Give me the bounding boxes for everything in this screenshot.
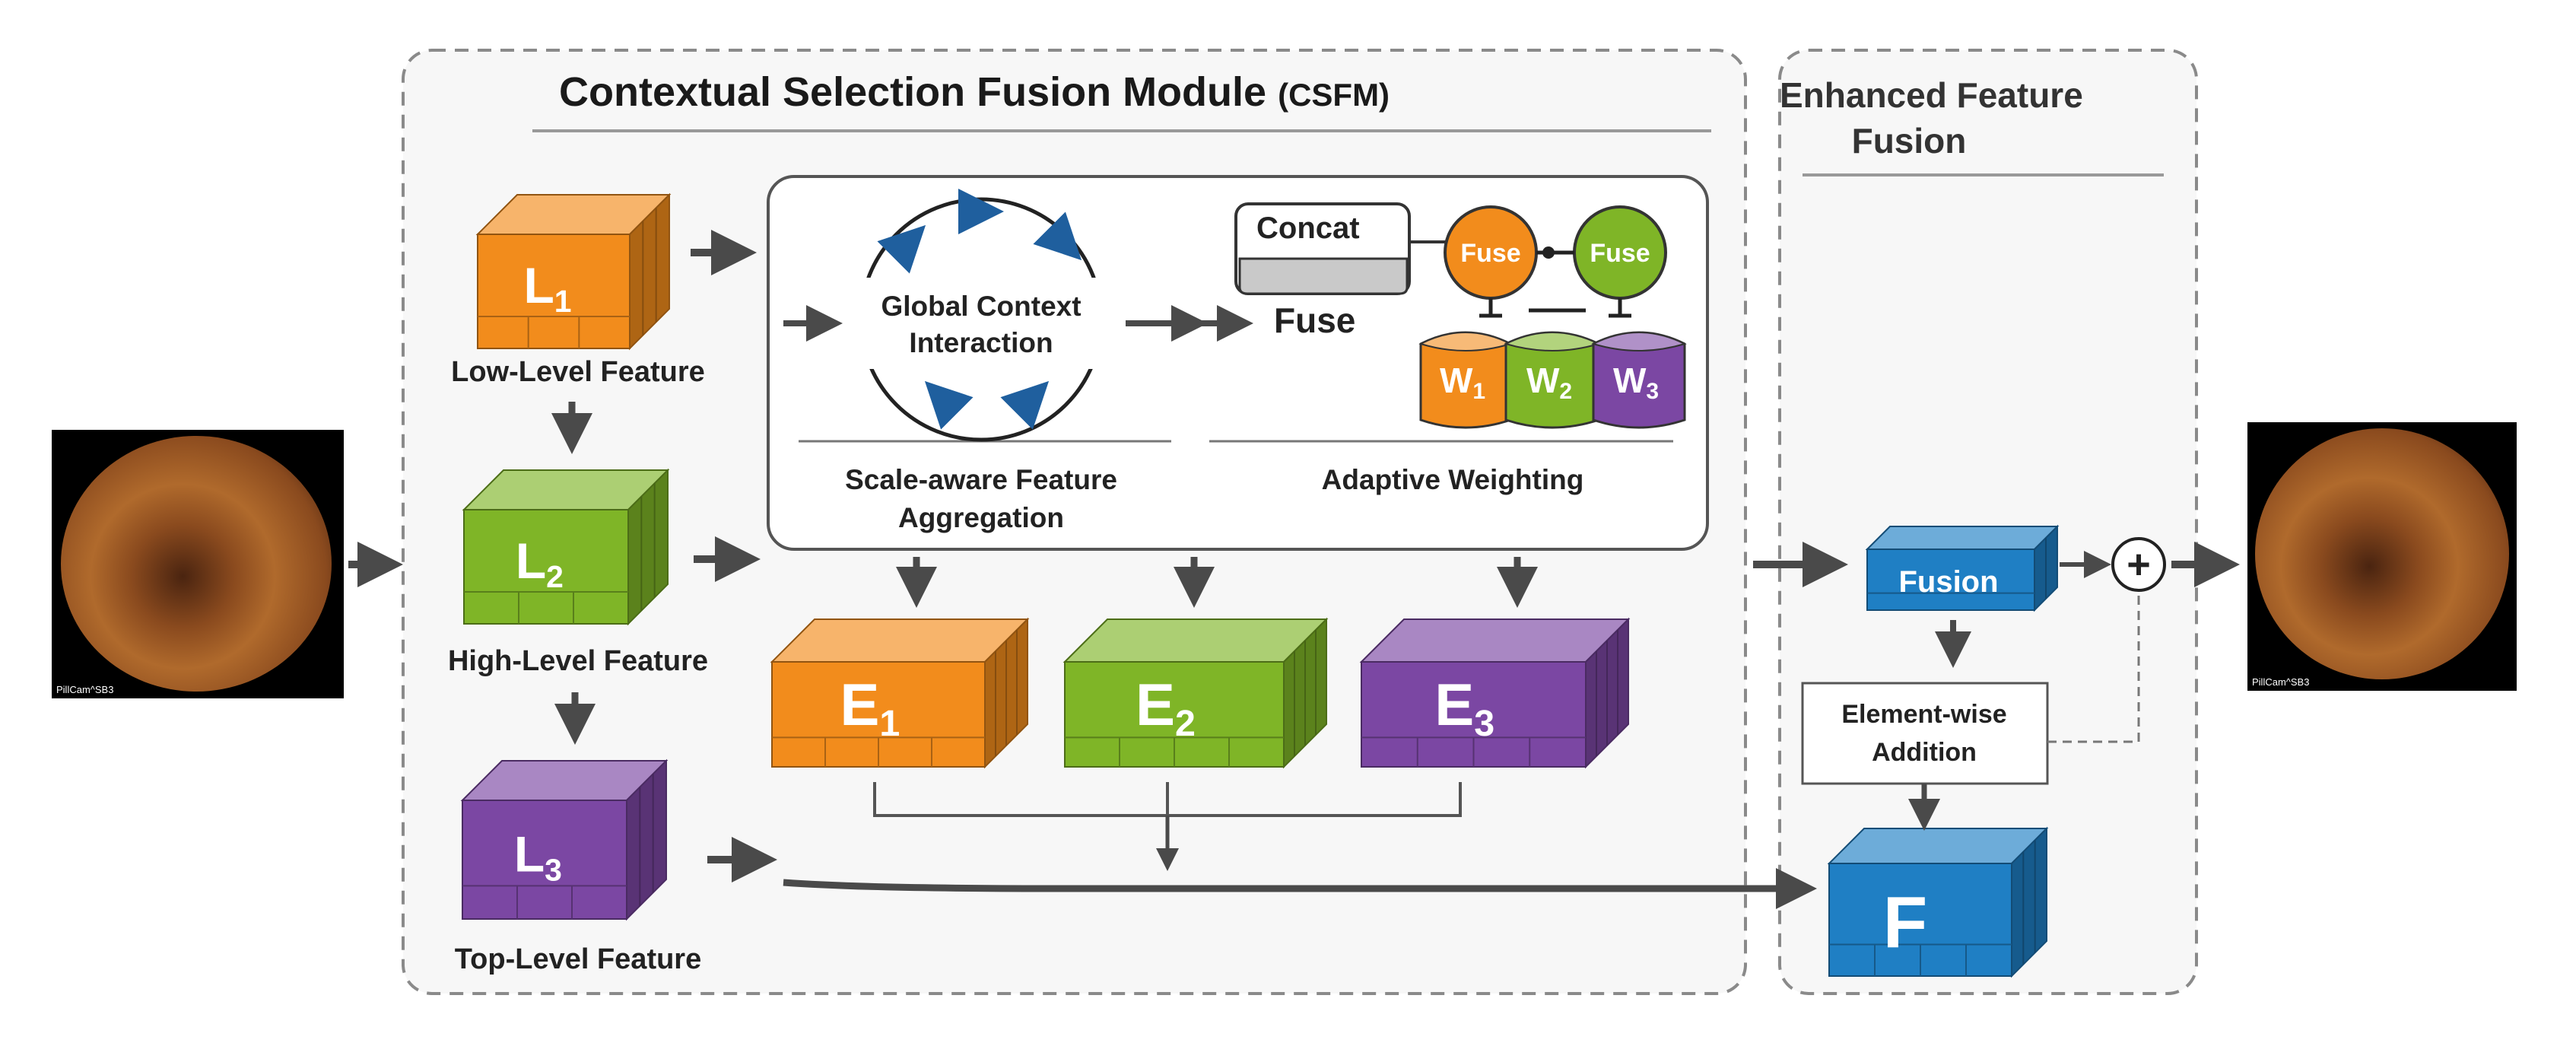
weight-block-w1: W1	[1418, 331, 1513, 429]
gci-ring-gap	[825, 278, 1137, 369]
residual-dashed-path	[2047, 593, 2140, 743]
weight-block-w2: W2	[1504, 331, 1601, 429]
module-title: Contextual Selection Fusion Module	[559, 69, 1267, 115]
ewa-label-line1: Element-wise	[1841, 700, 2007, 729]
level-cube-l1-front	[477, 234, 631, 349]
enhanced-cube-e1-top	[770, 618, 1030, 663]
input-endoscopy-image: PillCam^SB3	[52, 430, 344, 698]
weight-block-w3-top	[1591, 332, 1687, 351]
low-level-feature-label: Low-Level Feature	[451, 356, 705, 388]
level-cube-l2-front	[463, 509, 629, 625]
gci-label-line2: Interaction	[909, 327, 1053, 358]
enhanced-cube-e2: E2	[1062, 617, 1329, 769]
output-image-caption: PillCam^SB3	[2252, 676, 2310, 688]
f-label: F	[1883, 882, 1928, 963]
fusion-box	[1865, 524, 2060, 612]
gci-arrow-bottom-right	[1000, 380, 1050, 430]
add-circle	[2111, 537, 2166, 592]
gci-arrow-left	[877, 224, 926, 274]
add-symbol: +	[2127, 542, 2151, 587]
level-cube-l2: L2	[462, 468, 670, 626]
input-image-caption: PillCam^SB3	[56, 684, 114, 695]
output-endoscopy-image: PillCam^SB3	[2247, 422, 2517, 691]
level-cube-l3-front	[462, 800, 627, 920]
ewa-box	[1801, 682, 2049, 785]
ewa-label-line2: Addition	[1872, 738, 1977, 767]
weight-block-w1-label: W1	[1440, 361, 1485, 404]
module-title-abbr: (CSFM)	[1278, 77, 1390, 113]
high-level-feature-label: High-Level Feature	[447, 645, 709, 677]
sfa-label-line1: Scale-aware Feature	[845, 464, 1117, 495]
weight-block-w2-label: W2	[1526, 361, 1572, 404]
concat-label: Concat	[1256, 211, 1360, 245]
adaptive-weighting-label: Adaptive Weighting	[1321, 464, 1584, 495]
level-cube-l1: L1	[475, 192, 672, 351]
arrow-path-to-f	[783, 868, 1817, 909]
gci-label-line1: Global Context	[881, 291, 1082, 322]
output-cube-f	[1827, 826, 2049, 978]
module-title-row: Contextual Selection Fusion Module (CSFM…	[559, 68, 1390, 116]
fusion-label: Fusion	[1898, 565, 1998, 599]
gci-arrow-bottom-left	[924, 380, 974, 430]
gci-arrow-right	[1033, 211, 1082, 261]
enhanced-cube-e1: E1	[770, 617, 1030, 769]
fuse-circle-2-label: Fuse	[1590, 239, 1650, 268]
fuse-circle-1-label: Fuse	[1460, 239, 1521, 268]
level-cube-l3: L3	[460, 758, 669, 921]
enhanced-title-line1: Enhanced Feature	[1780, 75, 2083, 115]
fuse-label: Fuse	[1274, 300, 1356, 340]
concat-shade	[1238, 257, 1409, 295]
fusion-box-front	[1866, 549, 2035, 611]
fuse-stems	[1479, 298, 1631, 318]
sfa-label-line2: Aggregation	[898, 502, 1064, 533]
output-cube-f-top	[1827, 828, 2049, 864]
enhanced-title-line2: Fusion	[1851, 121, 1967, 161]
fusion-box-top	[1865, 526, 2060, 550]
enhanced-cube-e3-top	[1359, 618, 1631, 663]
enhanced-cube-e2-top	[1062, 618, 1329, 663]
weight-block-w3: W3	[1591, 331, 1687, 429]
fuse-link-dot	[1542, 246, 1555, 259]
enhanced-cube-e3: E3	[1359, 617, 1631, 769]
top-level-feature-label: Top-Level Feature	[454, 943, 702, 975]
